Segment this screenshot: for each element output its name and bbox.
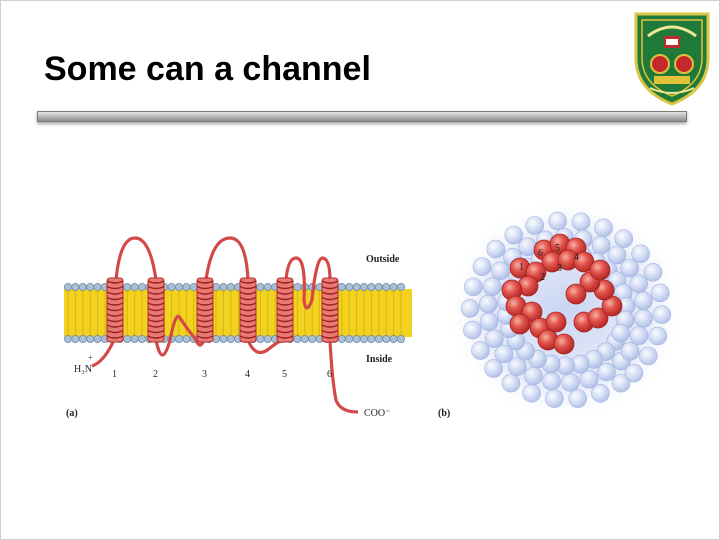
- outside-label: Outside: [366, 254, 400, 265]
- top-view-label-2: 2: [540, 272, 545, 283]
- helix-number-2: 2: [153, 369, 158, 380]
- title-divider: [37, 111, 687, 122]
- top-view-label-6: 6: [538, 248, 543, 259]
- top-view-label-3: 3: [557, 263, 562, 274]
- polypeptide-loops: [91, 236, 359, 414]
- c-terminus-label: COO⁻: [364, 408, 390, 419]
- n-terminus-charge: +: [88, 353, 93, 362]
- panel-b-label: (b): [438, 408, 450, 419]
- top-view-label-4: 4: [574, 252, 579, 263]
- inside-label: Inside: [366, 354, 393, 365]
- helix-3: [196, 277, 214, 343]
- channel-top-view: 1 6 5 4 3 2: [446, 200, 686, 422]
- helix-cluster: [501, 233, 623, 355]
- helix-1: [106, 277, 124, 343]
- n-terminus-label: H₃N: [74, 364, 92, 375]
- top-view-label-1: 1: [519, 262, 524, 273]
- helix-number-4: 4: [245, 369, 250, 380]
- helix-4: [239, 277, 257, 343]
- ion-channel-figure: Outside Inside H₃N + COO⁻ (a) 1 2 3 4 5 6 1 6 5…: [64, 200, 686, 422]
- slide-title: Some can a channel: [44, 50, 371, 88]
- helix-number-6: 6: [327, 369, 332, 380]
- helix-5: [276, 277, 294, 343]
- helix-number-5: 5: [282, 369, 287, 380]
- top-view-helix-labels: 1 6 5 4 3 2: [519, 243, 579, 283]
- top-view-label-5: 5: [555, 243, 560, 254]
- helix-6: [321, 277, 339, 343]
- university-logo-icon: [634, 12, 710, 106]
- helix-number-1: 1: [112, 369, 117, 380]
- helix-number-labels: 1 2 3 4 5 6: [112, 369, 332, 380]
- panel-a-label: (a): [66, 408, 78, 419]
- transmembrane-helices: [106, 277, 339, 343]
- helix-2: [147, 277, 165, 343]
- helix-number-3: 3: [202, 369, 207, 380]
